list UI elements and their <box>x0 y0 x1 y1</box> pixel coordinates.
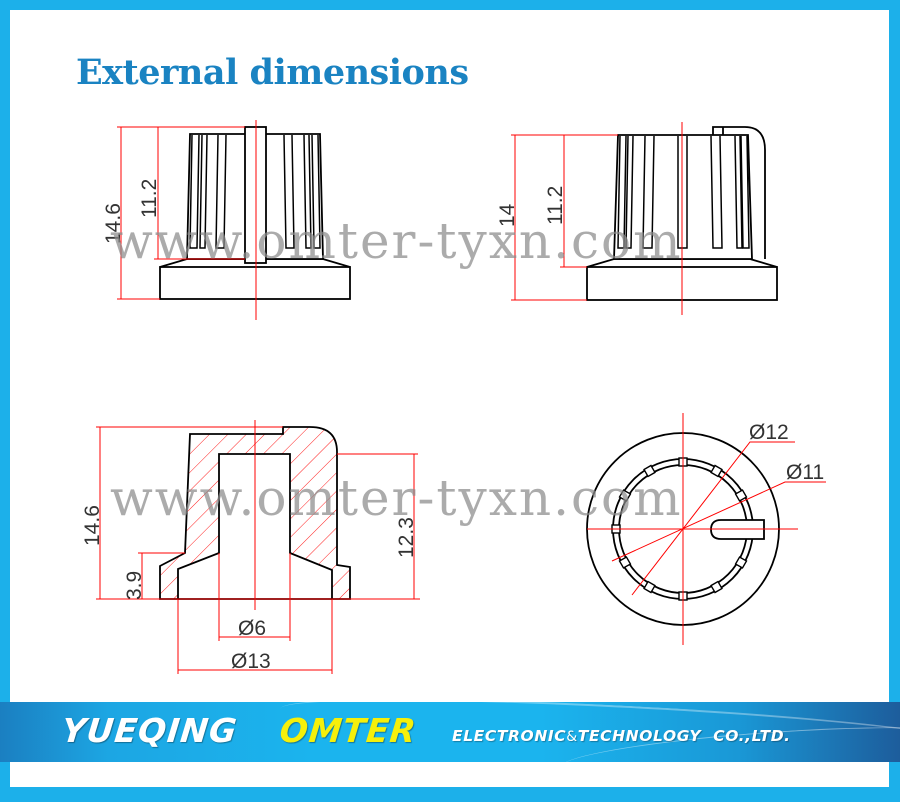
skirt-height-dim: 3.9 <box>123 571 146 600</box>
technical-drawing: 14.6 11.2 14 11 <box>81 120 826 674</box>
watermark-bottom: www.omter-tyxn.com <box>110 469 683 527</box>
company-banner: YUEQING OMTER ELECTRONIC&TECHNOLOGY CO.,… <box>0 702 900 762</box>
side-view: 14 11.2 <box>496 122 778 315</box>
front-body-height-dim: 11.2 <box>138 179 161 218</box>
skirt-diameter-dim: Ø13 <box>231 650 271 673</box>
front-height-dim: 14.6 <box>102 203 125 244</box>
company-name-part1: ELECTRONIC <box>452 727 567 745</box>
inner-diameter-dim: Ø11 <box>786 461 824 484</box>
bore-depth-dim: 12.3 <box>395 517 418 558</box>
brand-primary: YUEQING <box>59 711 240 750</box>
watermark-top: www.omter-tyxn.com <box>110 212 683 270</box>
section-height-dim: 14.6 <box>81 505 104 546</box>
bore-diameter-dim: Ø6 <box>238 617 266 640</box>
cross-section-view: 14.6 3.9 12.3 Ø6 Ø13 <box>81 420 420 674</box>
side-height-dim: 14 <box>496 203 519 227</box>
page-title: External dimensions <box>76 52 469 93</box>
top-view: Ø12 Ø11 <box>586 413 826 645</box>
outer-diameter-dim: Ø12 <box>749 421 789 444</box>
side-body-height-dim: 11.2 <box>544 186 567 225</box>
company-ampersand: & <box>566 729 578 745</box>
brand-secondary: OMTER <box>277 711 419 750</box>
company-name-part2: TECHNOLOGY CO.,LTD. <box>577 727 791 745</box>
front-view: 14.6 11.2 <box>102 120 351 320</box>
company-name: ELECTRONIC&TECHNOLOGY CO.,LTD. <box>452 727 791 745</box>
